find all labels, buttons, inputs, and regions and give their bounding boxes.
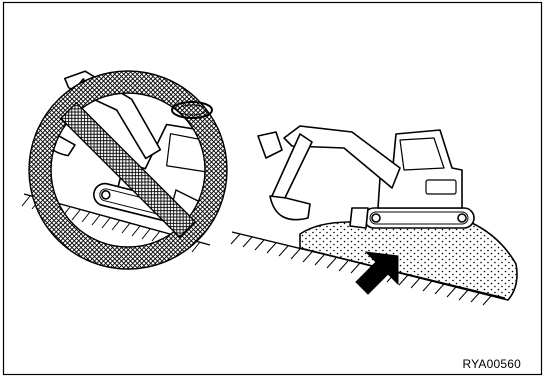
prohibited-scene xyxy=(22,64,236,269)
level-excavator xyxy=(258,126,474,228)
leveled-ground-mound xyxy=(300,222,517,300)
correct-scene xyxy=(231,126,517,305)
figure-code-label: RYA00560 xyxy=(462,357,521,371)
